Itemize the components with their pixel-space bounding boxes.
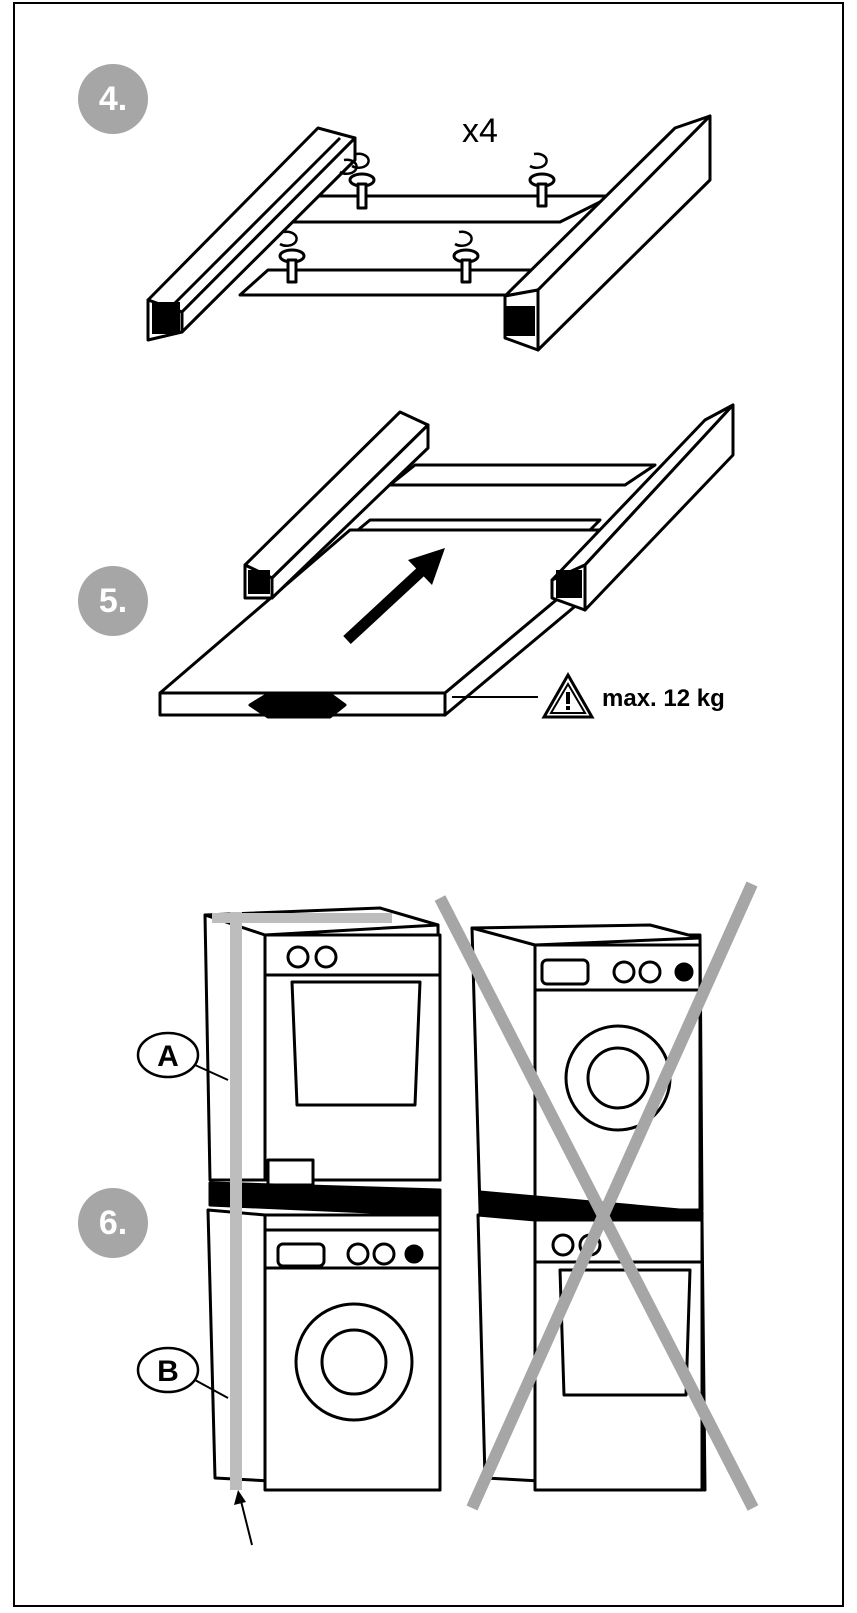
- warning-triangle-icon: [541, 671, 595, 719]
- correct-stack-illustration: [203, 906, 442, 1492]
- step-6-badge: 6.: [78, 1188, 148, 1258]
- step-4-number: 4.: [98, 79, 128, 118]
- label-b: B: [157, 1355, 179, 1388]
- step-5-badge: 5.: [78, 566, 148, 636]
- callout-a: A: [136, 1031, 229, 1081]
- direction-arrow-icon: [343, 548, 445, 645]
- step-4-badge: 4.: [78, 64, 148, 134]
- step-4-frame-illustration: [146, 114, 712, 352]
- bottom-pointer-arrow: [234, 1490, 253, 1546]
- step-5-shelf-illustration: [158, 403, 735, 719]
- step-4-quantity: x4: [462, 112, 498, 150]
- step-6-number: 6.: [98, 1203, 128, 1242]
- step-5-number: 5.: [98, 581, 128, 620]
- foot-bolt: [348, 172, 376, 210]
- incorrect-stack-illustration: [470, 923, 707, 1492]
- warning-text: max. 12 kg: [602, 685, 725, 712]
- cross-out-icon: [434, 881, 759, 1511]
- page-frame: [13, 2, 844, 1607]
- foot-bolt: [278, 248, 306, 284]
- callout-b: B: [136, 1346, 229, 1399]
- rotation-arrow-icon: [279, 152, 548, 247]
- foot-bolt: [528, 172, 556, 208]
- label-a: A: [157, 1040, 179, 1073]
- foot-bolt: [452, 248, 480, 284]
